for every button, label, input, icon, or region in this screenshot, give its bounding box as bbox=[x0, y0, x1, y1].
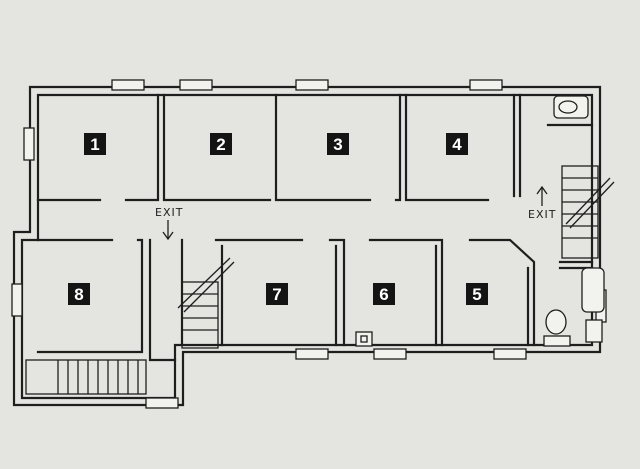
exit-stair-marker: EXIT bbox=[528, 185, 556, 221]
room-4-label: 4 bbox=[452, 135, 462, 154]
interior-walls-bottom bbox=[36, 123, 594, 362]
room-4-badge: 4 bbox=[446, 133, 468, 155]
room-5-badge: 5 bbox=[466, 283, 488, 305]
toilet-icon bbox=[553, 95, 589, 119]
room-5-label: 5 bbox=[472, 285, 481, 304]
staircase-icon bbox=[561, 165, 615, 259]
room-8-label: 8 bbox=[74, 285, 83, 304]
room-3-label: 3 bbox=[333, 135, 342, 154]
room-2-badge: 2 bbox=[210, 133, 232, 155]
chimney bbox=[355, 331, 373, 347]
room-1-badge: 1 bbox=[84, 133, 106, 155]
room-6-label: 6 bbox=[379, 285, 388, 304]
room-1-label: 1 bbox=[90, 135, 99, 154]
room-2-label: 2 bbox=[216, 135, 225, 154]
room-7-badge: 7 bbox=[266, 283, 288, 305]
interior-walls-top bbox=[36, 93, 522, 202]
window-icon bbox=[11, 79, 607, 409]
arrow-icon bbox=[162, 231, 174, 241]
bathtub-icon bbox=[581, 267, 605, 343]
exit-hall-marker: EXIT bbox=[155, 206, 183, 241]
room-3-badge: 3 bbox=[327, 133, 349, 155]
toilet-icon bbox=[543, 309, 571, 347]
room-8-badge: 8 bbox=[68, 283, 90, 305]
exit-hall-label: EXIT bbox=[155, 206, 183, 219]
exit-stair-label: EXIT bbox=[528, 208, 556, 221]
room-6-badge: 6 bbox=[373, 283, 395, 305]
staircase-icon bbox=[25, 359, 147, 395]
room-7-label: 7 bbox=[272, 285, 281, 304]
arrow-icon bbox=[536, 185, 548, 195]
staircase-icon bbox=[177, 257, 235, 349]
